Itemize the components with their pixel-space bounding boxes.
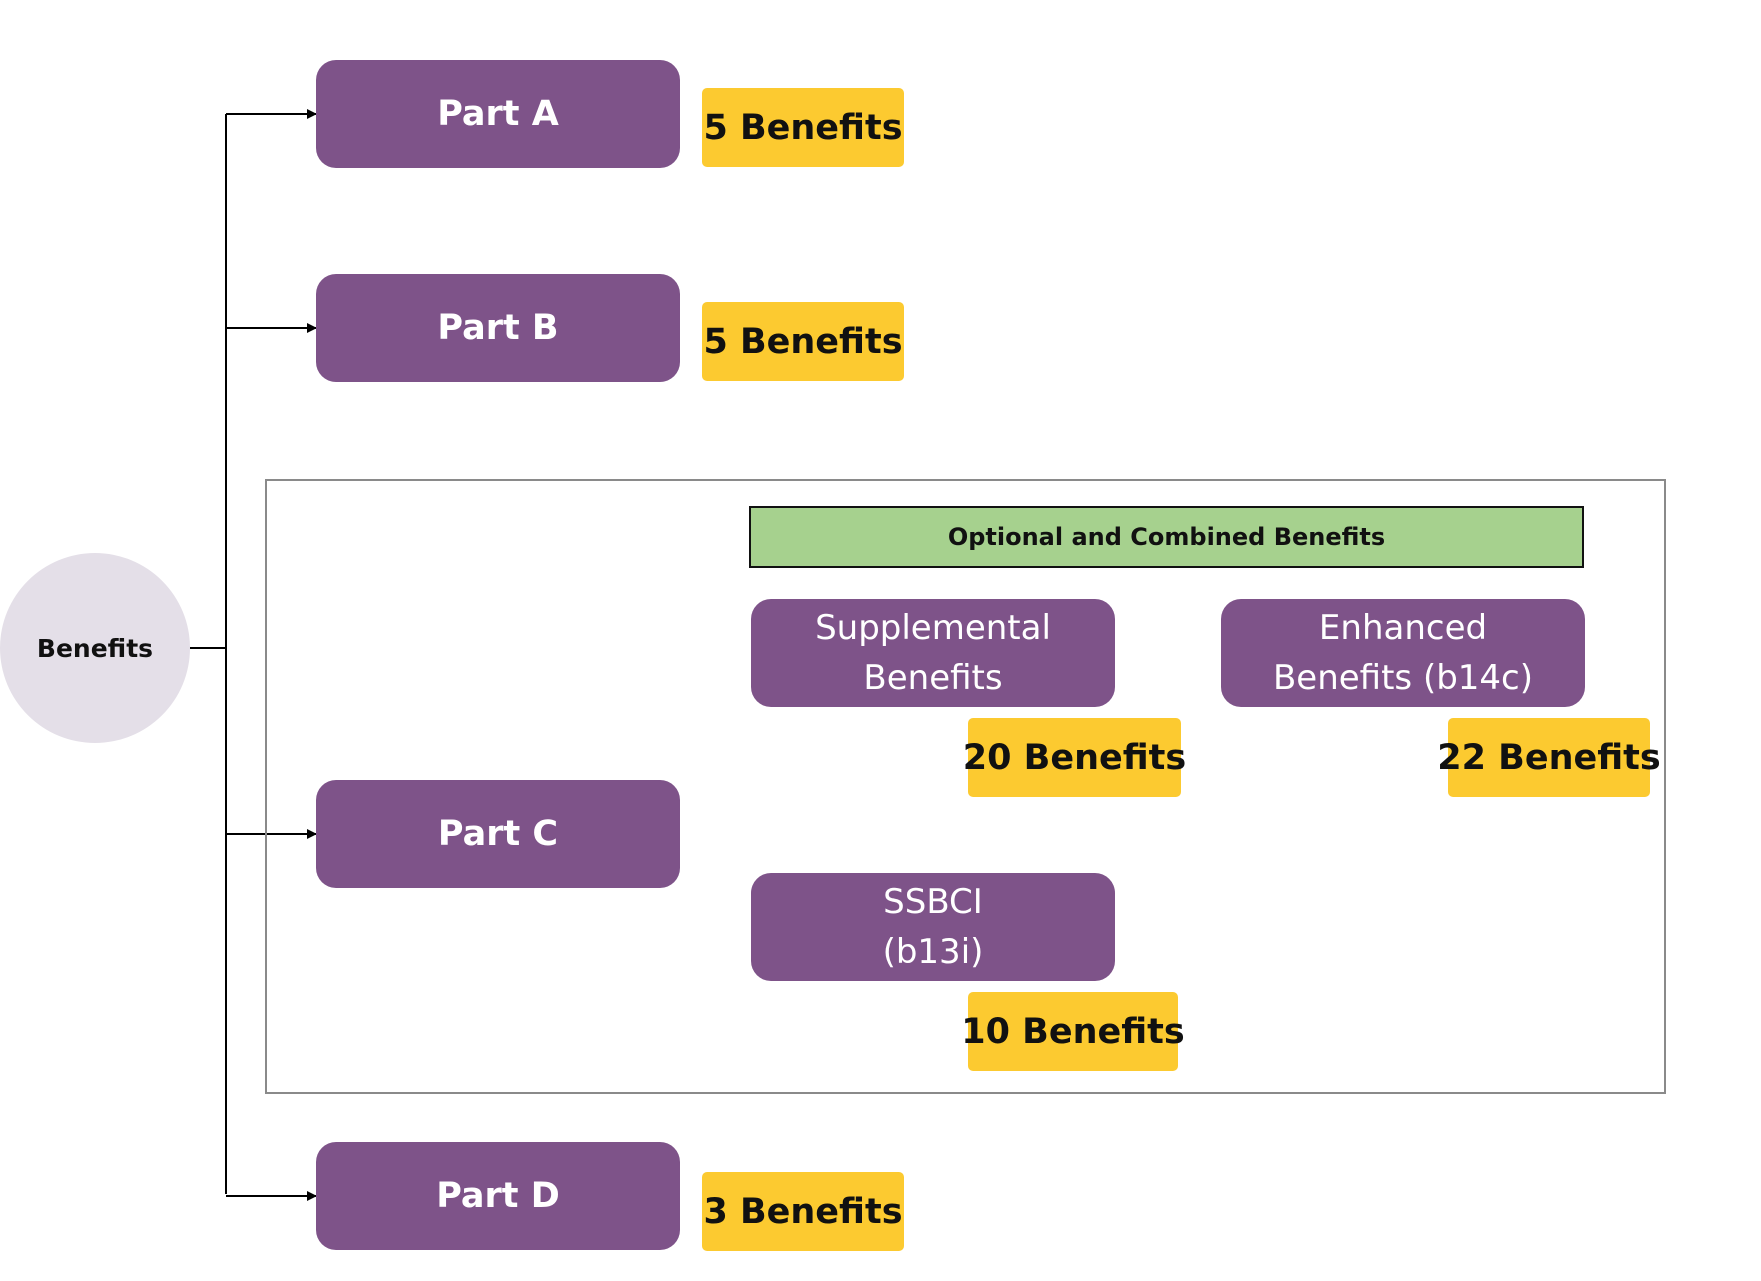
banner-label: Optional and Combined Benefits [947, 523, 1386, 551]
part-c-container [265, 479, 1666, 1094]
supplemental-count: 20 Benefits [962, 737, 1187, 778]
part-b-node: Part B [316, 274, 680, 382]
enhanced-count: 22 Benefits [1437, 737, 1661, 778]
supplemental-line1: Supplemental [815, 608, 1051, 648]
ssbci-node: SSBCI (b13i) [751, 873, 1115, 981]
ssbci-line1: SSBCI [883, 882, 983, 922]
part-d-label: Part D [436, 1176, 560, 1216]
supplemental-count-badge: 20 Benefits [963, 718, 1186, 797]
ssbci-line2: (b13i) [882, 932, 984, 972]
benefits-root-node: Benefits [0, 553, 190, 743]
part-d-node: Part D [316, 1142, 680, 1250]
part-c-label: Part C [437, 814, 559, 854]
enhanced-line2: Benefits (b14c) [1272, 658, 1534, 698]
ssbci-count: 10 Benefits [961, 1011, 1185, 1052]
enhanced-line1: Enhanced [1318, 608, 1488, 648]
part-a-count-badge: 5 Benefits [702, 88, 904, 167]
supplemental-benefits-node: Supplemental Benefits [751, 599, 1115, 707]
supplemental-line2: Benefits [863, 658, 1003, 698]
part-b-label: Part B [437, 308, 559, 348]
root-label: Benefits [36, 633, 154, 663]
enhanced-benefits-node: Enhanced Benefits (b14c) [1221, 599, 1585, 707]
part-b-count: 5 Benefits [703, 321, 903, 362]
part-a-label: Part A [437, 94, 559, 134]
part-c-node: Part C [316, 780, 680, 888]
enhanced-count-badge: 22 Benefits [1437, 718, 1661, 797]
part-d-count-badge: 3 Benefits [702, 1172, 904, 1251]
part-b-count-badge: 5 Benefits [702, 302, 904, 381]
part-a-count: 5 Benefits [703, 107, 903, 148]
part-a-node: Part A [316, 60, 680, 168]
optional-combined-banner: Optional and Combined Benefits [749, 506, 1584, 568]
part-d-count: 3 Benefits [703, 1191, 903, 1232]
ssbci-count-badge: 10 Benefits [961, 992, 1185, 1071]
